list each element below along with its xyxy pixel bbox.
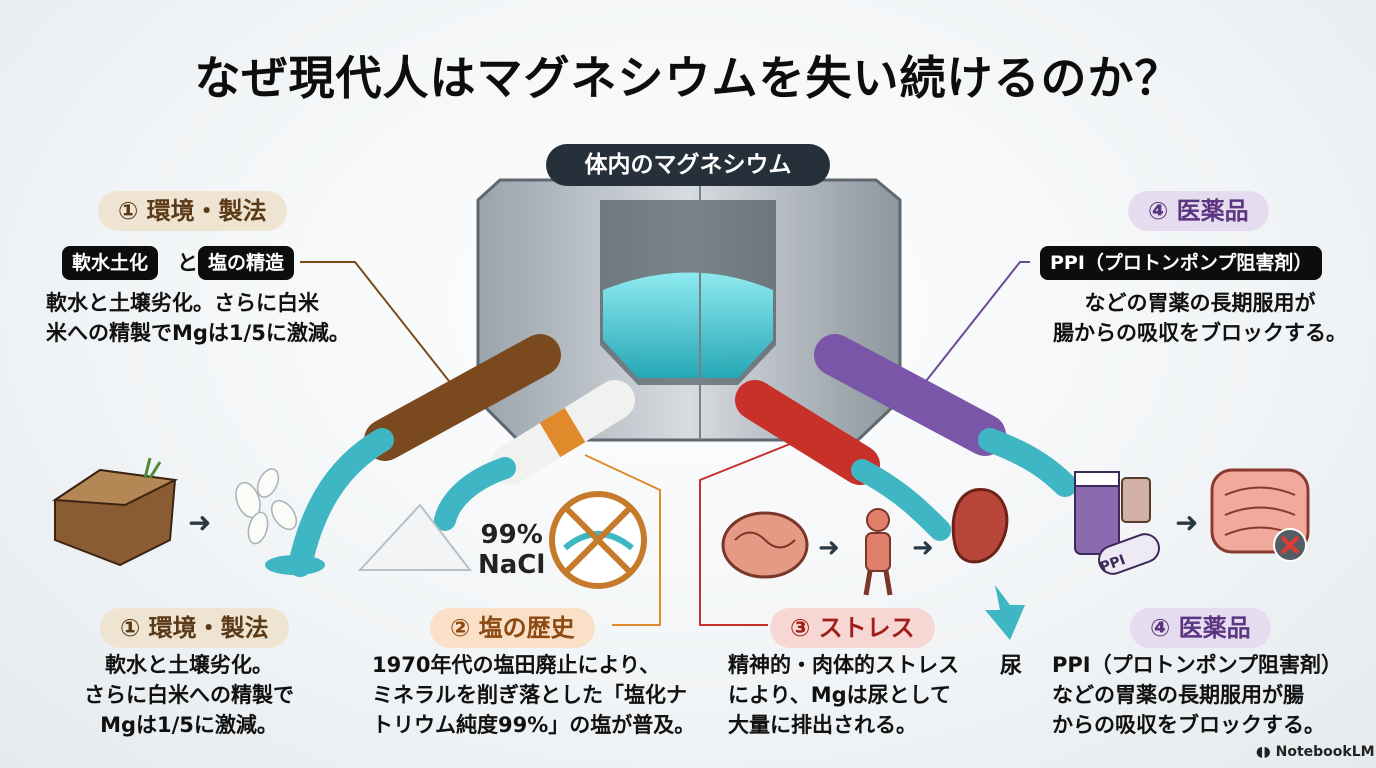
medicine-bottles-icon (1074, 471, 1160, 575)
leader-red (699, 439, 801, 626)
leader-brown (300, 261, 461, 396)
tag-soft-water: 軟水土化 (62, 246, 159, 280)
tank-label: 体内のマグネシウム (546, 144, 830, 186)
pipe-purple (814, 334, 1077, 497)
pill-environment-top: ① 環境・製法 (98, 191, 287, 231)
arrow-icon-2: ➜ (818, 533, 840, 563)
urine-arrow-icon (985, 585, 1025, 640)
pipe-brown (265, 334, 561, 577)
text-salt-history: 1970年代の塩田廃止により、 ミネラルを削ぎ落とした「塩化ナ トリウム純度99… (372, 653, 696, 737)
logo-text: NotebookLM (1275, 744, 1375, 760)
pipe-red (735, 380, 951, 541)
pill-salt-history: ② 塩の歴史 (430, 608, 595, 648)
intestine-icon (1210, 468, 1310, 562)
urine-label: 尿 (1000, 654, 1023, 679)
pill-medicine-top: ④ 医薬品 (1128, 191, 1269, 231)
arrow-icon-3: ➜ (912, 533, 934, 563)
kidney-icon (951, 488, 1009, 564)
magnesium-tank (476, 178, 902, 442)
pipe-white (434, 380, 635, 531)
stressed-person-icon (863, 508, 893, 596)
page-title: なぜ現代人はマグネシウムを失い続けるのか？ (194, 51, 1182, 105)
rice-icon (235, 468, 298, 545)
logo-icon: ◖◗ (1256, 744, 1276, 760)
notebooklm-logo: ◖◗ NotebookLM (1256, 744, 1375, 760)
salt-purity-label: 99% NaCl (478, 520, 546, 580)
leader-orange (584, 454, 661, 626)
no-sea-salt-icon (549, 491, 647, 589)
upper-left-text: 軟水と土壌劣化。さらに白米 米への精製でMgは1/5に激減。 (46, 291, 350, 345)
arrow-icon-1: ➜ (188, 506, 211, 539)
arrow-icon-4: ➜ (1175, 506, 1198, 539)
tag-salt-refining: 塩の精造 (198, 246, 295, 280)
upper-right-text: などの胃薬の長期服用が 腸からの吸収をブロックする。 (1053, 291, 1347, 345)
pill-medicine: ④ 医薬品 (1130, 608, 1271, 648)
leader-lines (300, 261, 1030, 626)
soil-icon (52, 457, 179, 567)
text-environment: 軟水と土壌劣化。 さらに白米への精製で Mgは1/5に激減。 (84, 653, 294, 737)
salt-pile-icon (357, 503, 473, 571)
tag-ppi: PPI（プロトンポンプ阻害剤） (1040, 246, 1323, 280)
pill-environment: ① 環境・製法 (100, 608, 289, 648)
brain-icon (721, 511, 809, 579)
connector-to: と (177, 251, 198, 275)
leader-purple (914, 261, 1030, 396)
text-stress: 精神的・肉体的ストレス により、Mgは尿として 大量に排出される。 (728, 653, 959, 737)
pill-stress: ③ ストレス (770, 608, 935, 648)
text-medicine: PPI（プロトンポンプ阻害剤） などの胃薬の長期服用が腸 からの吸収をブロックす… (1052, 653, 1342, 737)
